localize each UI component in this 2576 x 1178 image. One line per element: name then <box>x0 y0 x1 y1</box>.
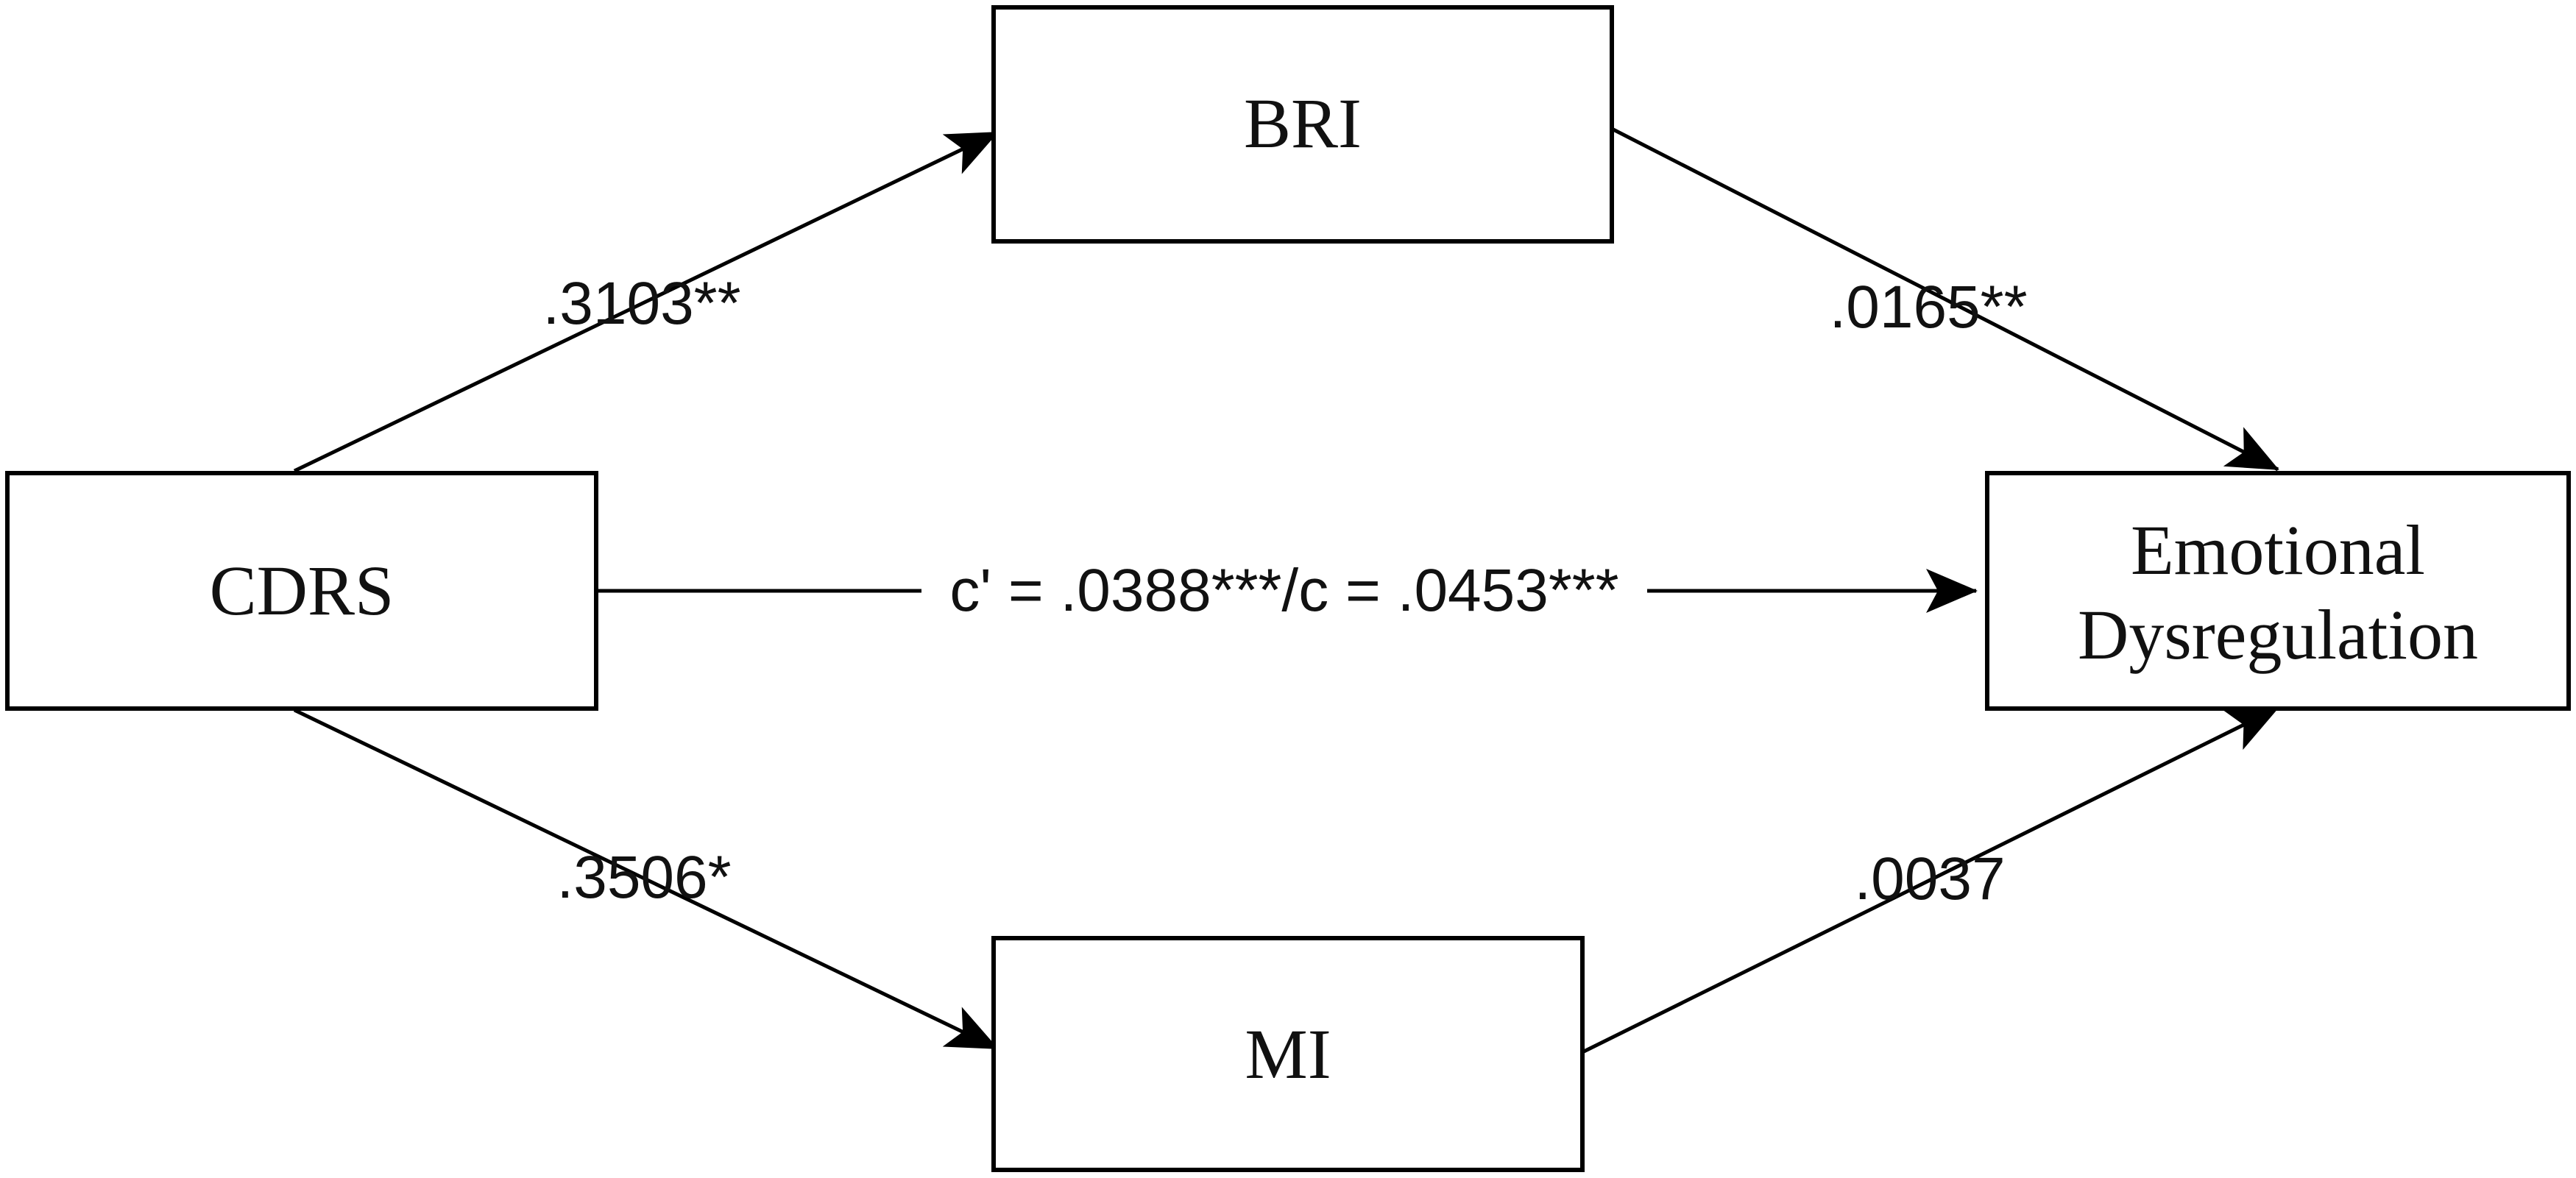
node-label-emotional-dysregulation-line-2: Dysregulation <box>2078 595 2478 674</box>
node-cdrs: CDRS <box>5 471 598 711</box>
edge-label-mi-to-ed: .0037 <box>1854 845 2005 912</box>
edge-line-cdrs-to-mi <box>293 708 999 1051</box>
edge-mi-to-emotional-dysregulation: .0037 <box>1581 706 2279 1054</box>
node-box-cdrs <box>5 471 598 711</box>
node-bri: BRI <box>991 5 1614 244</box>
edge-bri-to-emotional-dysregulation: .0165** <box>1610 127 2279 472</box>
edge-cdrs-to-bri: .3103** <box>293 130 999 473</box>
node-label-bri: BRI <box>1244 84 1362 163</box>
edge-cdrs-to-mi: .3506* <box>293 708 999 1051</box>
node-box-bri <box>991 5 1614 244</box>
edge-label-cdrs-to-bri: .3103** <box>542 270 740 337</box>
edge-label-background <box>921 548 1647 629</box>
node-emotional-dysregulation: Emotional Dysregulation <box>1985 471 2571 711</box>
node-mi: MI <box>991 936 1585 1172</box>
edge-cdrs-to-emotional-dysregulation: c' = .0388***/c = .0453*** <box>596 548 1978 629</box>
edge-label-bri-to-ed: .0165** <box>1829 274 2027 341</box>
node-label-emotional-dysregulation-line-1: Emotional <box>2131 511 2425 589</box>
node-box-mi <box>991 936 1585 1172</box>
edge-line-mi-to-ed <box>1581 706 2279 1054</box>
node-label-mi: MI <box>1245 1015 1331 1093</box>
node-box-emotional-dysregulation <box>1985 471 2571 711</box>
node-label-cdrs: CDRS <box>210 551 394 630</box>
edge-label-cdrs-to-ed: c' = .0388***/c = .0453*** <box>949 557 1618 624</box>
edge-line-cdrs-to-bri <box>293 130 999 473</box>
edge-label-cdrs-to-mi: .3506* <box>556 844 731 911</box>
edge-line-bri-to-ed <box>1610 127 2279 472</box>
